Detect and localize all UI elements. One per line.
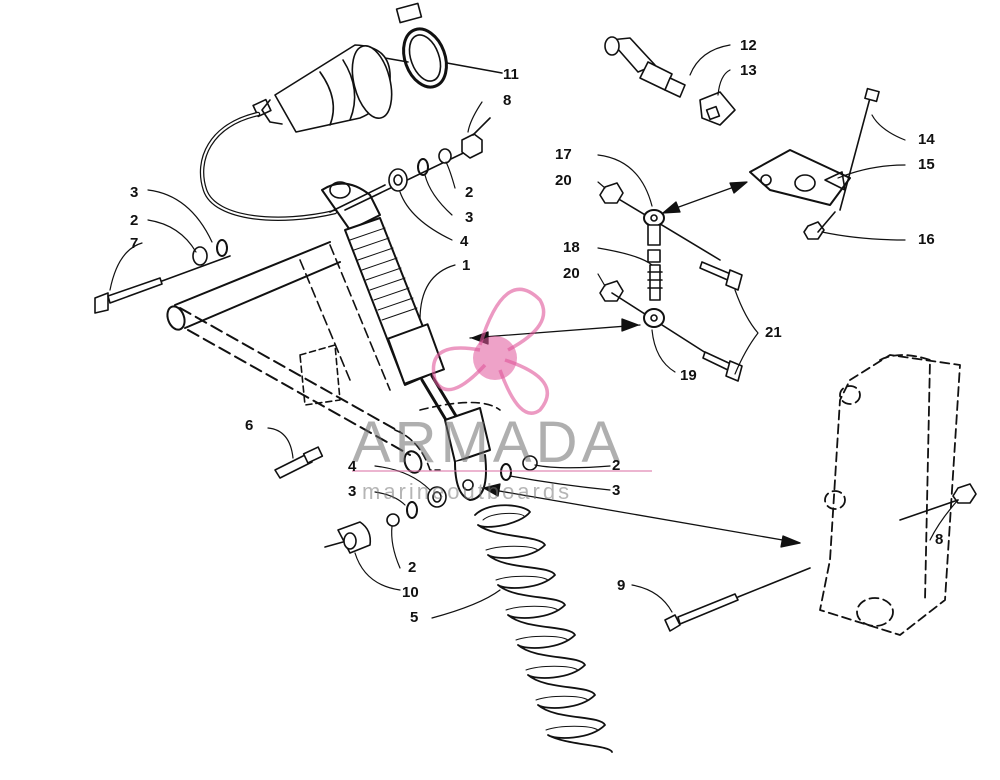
callout-20: 20 (563, 265, 580, 282)
callout-20: 20 (555, 172, 572, 189)
callout-4: 4 (460, 233, 469, 250)
watermark-brand: ARMADA (352, 410, 625, 475)
spindle (819, 354, 961, 636)
spindle-fasteners (664, 483, 977, 632)
steering-link-parts (604, 36, 880, 240)
callout-7: 7 (130, 235, 139, 252)
grease-fitting (274, 446, 324, 479)
hose-clamp (384, 2, 503, 89)
callout-3: 3 (612, 482, 621, 499)
callout-2: 2 (408, 559, 417, 576)
callout-3: 3 (348, 483, 357, 500)
upper-mount-hardware (344, 117, 491, 211)
callout-2: 2 (465, 184, 474, 201)
callout-2: 2 (612, 457, 621, 474)
watermark-tagline: marineoutboards (362, 479, 573, 504)
callout-5: 5 (410, 609, 419, 626)
callout-17: 17 (555, 146, 572, 163)
watermark-divider (352, 470, 652, 472)
callout-2: 2 (130, 212, 139, 229)
shock-reservoir (252, 44, 393, 133)
callout-14: 14 (918, 131, 935, 148)
callout-11: 11 (503, 66, 519, 83)
callout-13: 13 (740, 62, 757, 79)
callout-4: 4 (348, 458, 357, 475)
callout-3: 3 (465, 209, 474, 226)
left-mount-bolt (94, 239, 231, 314)
callout-9: 9 (617, 577, 626, 594)
callout-16: 16 (918, 231, 935, 248)
callout-19: 19 (680, 367, 697, 384)
callout-12: 12 (740, 37, 757, 54)
callout-1: 1 (462, 257, 471, 274)
callout-8: 8 (503, 92, 512, 109)
callout-3: 3 (130, 184, 139, 201)
callout-21: 21 (765, 324, 782, 341)
callout-18: 18 (563, 239, 580, 256)
lower-mount-hardware (324, 455, 538, 554)
a-arm-frame (166, 241, 501, 474)
callout-8: 8 (935, 531, 944, 548)
leader-lines (109, 44, 959, 619)
callout-6: 6 (245, 417, 254, 434)
coil-spring (474, 504, 613, 753)
callout-10: 10 (402, 584, 419, 601)
callout-15: 15 (918, 156, 935, 173)
